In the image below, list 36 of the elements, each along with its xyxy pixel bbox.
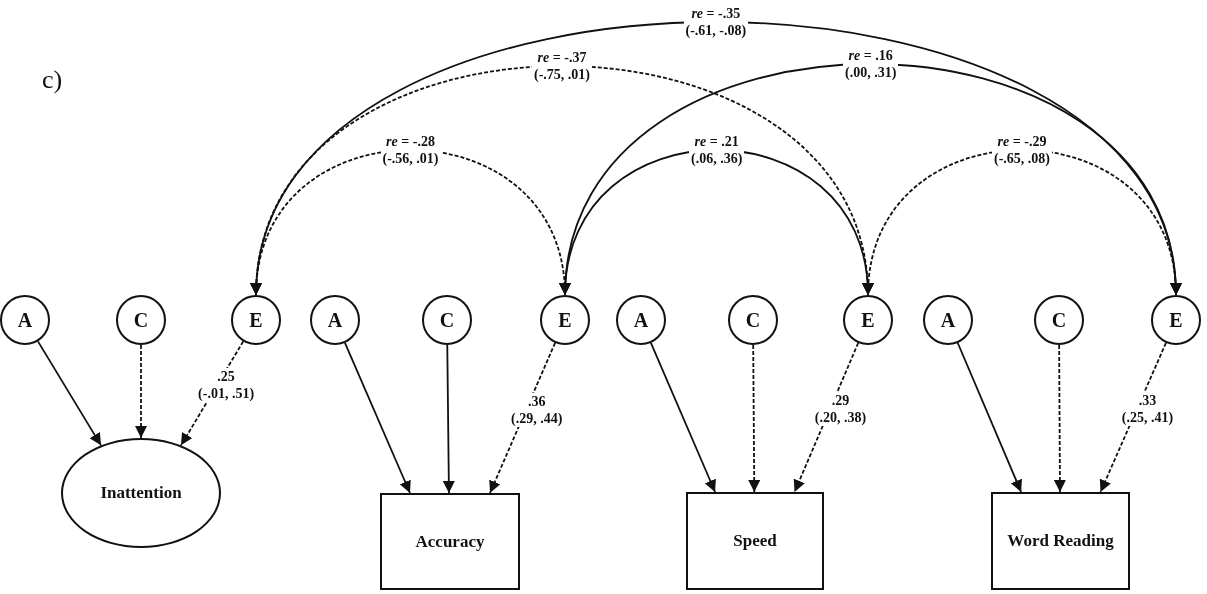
edge-label: re = .21 (.06, .36) xyxy=(689,133,745,167)
path-arrow xyxy=(135,344,147,439)
variable-circle: E xyxy=(843,295,893,345)
edge-label: .36 (.29, .44) xyxy=(509,392,565,427)
edge-label: .33 (.25, .41) xyxy=(1119,392,1176,427)
path-arrow xyxy=(748,344,761,493)
panel-label: c) xyxy=(42,65,63,95)
path-arrow xyxy=(37,340,102,447)
edge-label: re = -.29 (-.65, .08) xyxy=(992,133,1052,167)
variable-circle: C xyxy=(422,295,472,345)
path-arrow xyxy=(442,344,455,494)
observed-box: Word Reading xyxy=(991,492,1130,590)
observed-box: Accuracy xyxy=(380,493,520,590)
variable-circle: E xyxy=(231,295,281,345)
observed-box: Speed xyxy=(686,492,824,590)
edge-label: re = -.35 (-.61, -.08) xyxy=(683,5,749,39)
variable-circle: A xyxy=(616,295,666,345)
variable-circle: C xyxy=(1034,295,1084,345)
path-arrow xyxy=(344,342,411,494)
edge-label: re = -.37 (-.75, .01) xyxy=(532,49,592,83)
variable-circle: E xyxy=(540,295,590,345)
edge-label: re = -.28 (-.56, .01) xyxy=(380,133,441,167)
variable-circle: C xyxy=(728,295,778,345)
path-arrow xyxy=(650,342,716,493)
path-arrow xyxy=(956,342,1023,493)
variable-circle: E xyxy=(1151,295,1201,345)
edge-label: .29 (.20, .38) xyxy=(812,392,869,427)
variable-circle: C xyxy=(116,295,166,345)
edge-label: .25 (-.01, .51) xyxy=(196,368,257,403)
path-arrow xyxy=(1053,344,1066,493)
covariance-arc xyxy=(863,149,1181,296)
variable-circle: A xyxy=(310,295,360,345)
variable-circle: A xyxy=(0,295,50,345)
latent-ellipse: Inattention xyxy=(61,438,221,548)
variable-circle: A xyxy=(923,295,973,345)
edge-label: re = .16 (.00, .31) xyxy=(843,47,899,81)
